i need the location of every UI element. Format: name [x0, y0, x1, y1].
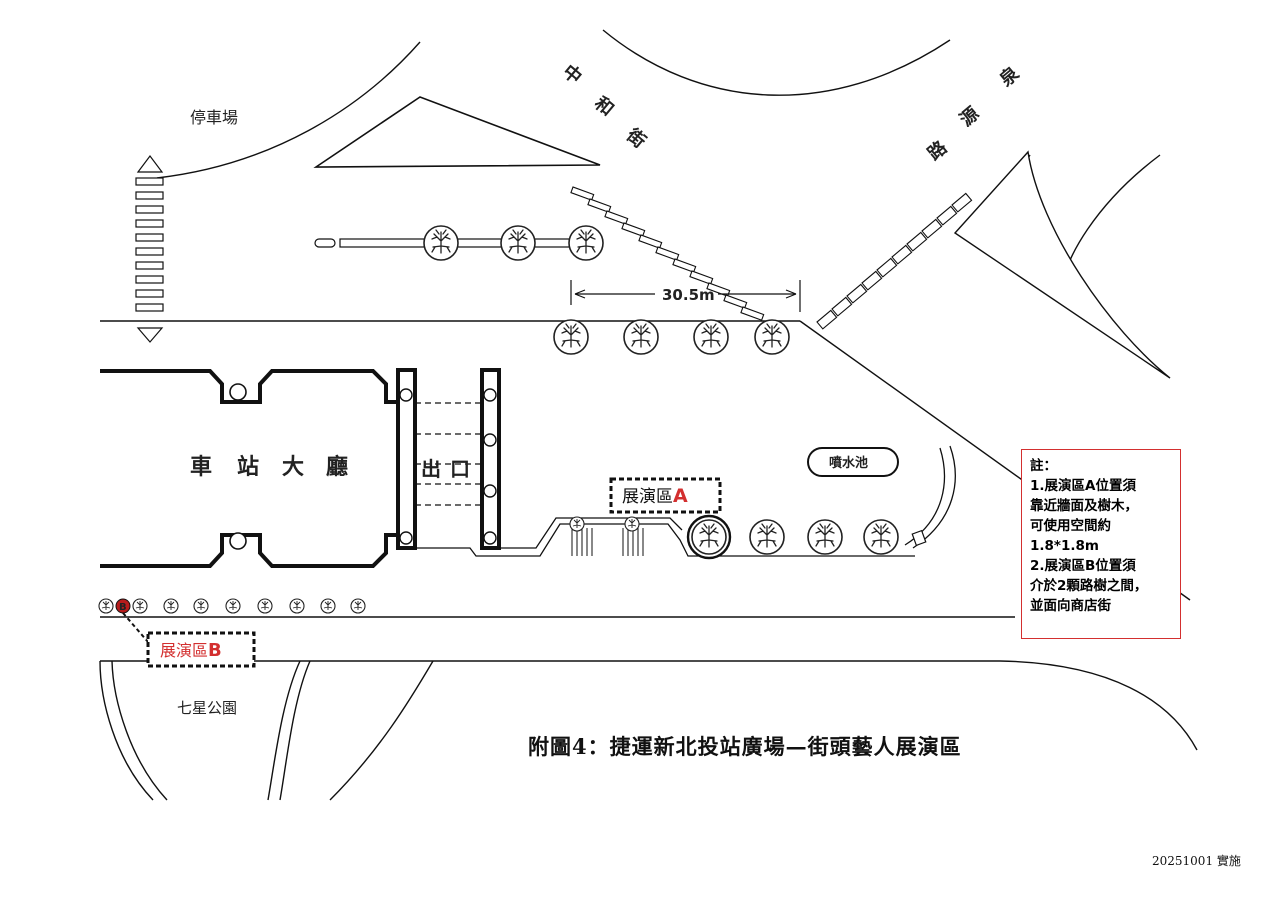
small-tree-icon — [320, 598, 336, 614]
note-title: 註： — [1030, 458, 1057, 474]
performance-area-b — [146, 631, 256, 668]
crosswalk-diagonal — [570, 186, 765, 321]
tree-icon — [863, 519, 899, 555]
wall-end-block — [911, 529, 927, 547]
station-hall-label: 車 站 大 廳 — [190, 454, 348, 480]
small-tree-icon — [569, 516, 585, 532]
small-tree-icon — [289, 598, 305, 614]
note-line: 並面向商店街 — [1030, 598, 1111, 614]
performance-area-b-label: 展演區B — [160, 640, 222, 661]
road-lines — [99, 29, 1198, 801]
station-hall-char: 站 — [237, 455, 259, 480]
street-quanyuan-label: 泉 源 路 — [923, 62, 1024, 165]
crosswalk-left — [135, 155, 164, 343]
note-line: 1.展演區A位置須 — [1030, 478, 1136, 494]
tree-icon — [754, 319, 790, 355]
tree-icon — [500, 225, 536, 261]
tree-icon — [553, 319, 589, 355]
note-line: 2.展演區B位置須 — [1030, 558, 1136, 574]
small-tree-icon — [624, 516, 640, 532]
exit-gate — [396, 368, 501, 550]
note-line: 靠近牆面及樹木， — [1030, 498, 1138, 514]
street-char: 中 — [558, 60, 586, 88]
steps — [571, 528, 644, 556]
small-tree-icon — [98, 598, 114, 614]
performance-area-a — [609, 477, 722, 514]
small-tree-icon — [225, 598, 241, 614]
street-char: 和 — [590, 93, 617, 121]
plaza-wall — [415, 445, 956, 557]
crosswalk-right — [816, 192, 973, 330]
small-tree-icon — [257, 598, 273, 614]
street-tree-row — [98, 598, 366, 614]
note-box: 註： 1.展演區A位置須 靠近牆面及樹木， 可使用空間約 1.8*1.8m 2.… — [1021, 449, 1181, 639]
tree-icon — [623, 319, 659, 355]
pillar-circle — [229, 383, 247, 401]
area-b-pointer — [122, 612, 149, 643]
fountain-label: 噴水池 — [829, 455, 868, 471]
area-b-marker-letter: B — [119, 602, 127, 613]
park-label: 七星公園 — [177, 699, 237, 717]
station-hall-char: 廳 — [326, 454, 348, 480]
figure-caption: 附圖4：捷運新北投站廣場—街頭藝人展演區 — [528, 734, 962, 759]
tree-icon — [423, 225, 459, 261]
station-hall-building — [100, 369, 398, 568]
tree-icon — [568, 225, 604, 261]
street-zhonghe-label: 中 和 街 — [558, 60, 650, 152]
street-char: 路 — [923, 136, 952, 165]
parking-label: 停車場 — [190, 108, 238, 127]
tree-icon — [749, 519, 785, 555]
fountain-icon — [807, 447, 899, 477]
small-tree-icon — [193, 598, 209, 614]
note-line: 介於2顆路樹之間， — [1030, 578, 1148, 594]
distance-label: 30.5m — [662, 286, 715, 304]
exit-label-char: 出 — [421, 457, 441, 481]
tree-icon — [686, 514, 732, 560]
street-char: 街 — [622, 124, 651, 153]
performance-area-a-label: 展演區A — [622, 485, 688, 507]
station-hall-char: 大 — [282, 455, 304, 480]
small-tree-icon — [163, 598, 179, 614]
small-tree-icon — [132, 598, 148, 614]
station-hall-char: 車 — [190, 455, 212, 480]
effective-date: 20251001 實施 — [1152, 854, 1241, 868]
small-tree-icon — [350, 598, 366, 614]
note-line: 可使用空間約 — [1030, 518, 1111, 534]
tree-icon — [693, 319, 729, 355]
distance-dimension — [570, 280, 801, 312]
tree-icon — [807, 519, 843, 555]
exit-label-char: 口 — [450, 457, 470, 481]
pillar-circle — [229, 532, 247, 550]
street-char: 源 — [955, 102, 983, 130]
street-char: 泉 — [995, 62, 1024, 91]
note-line: 1.8*1.8m — [1030, 538, 1099, 554]
